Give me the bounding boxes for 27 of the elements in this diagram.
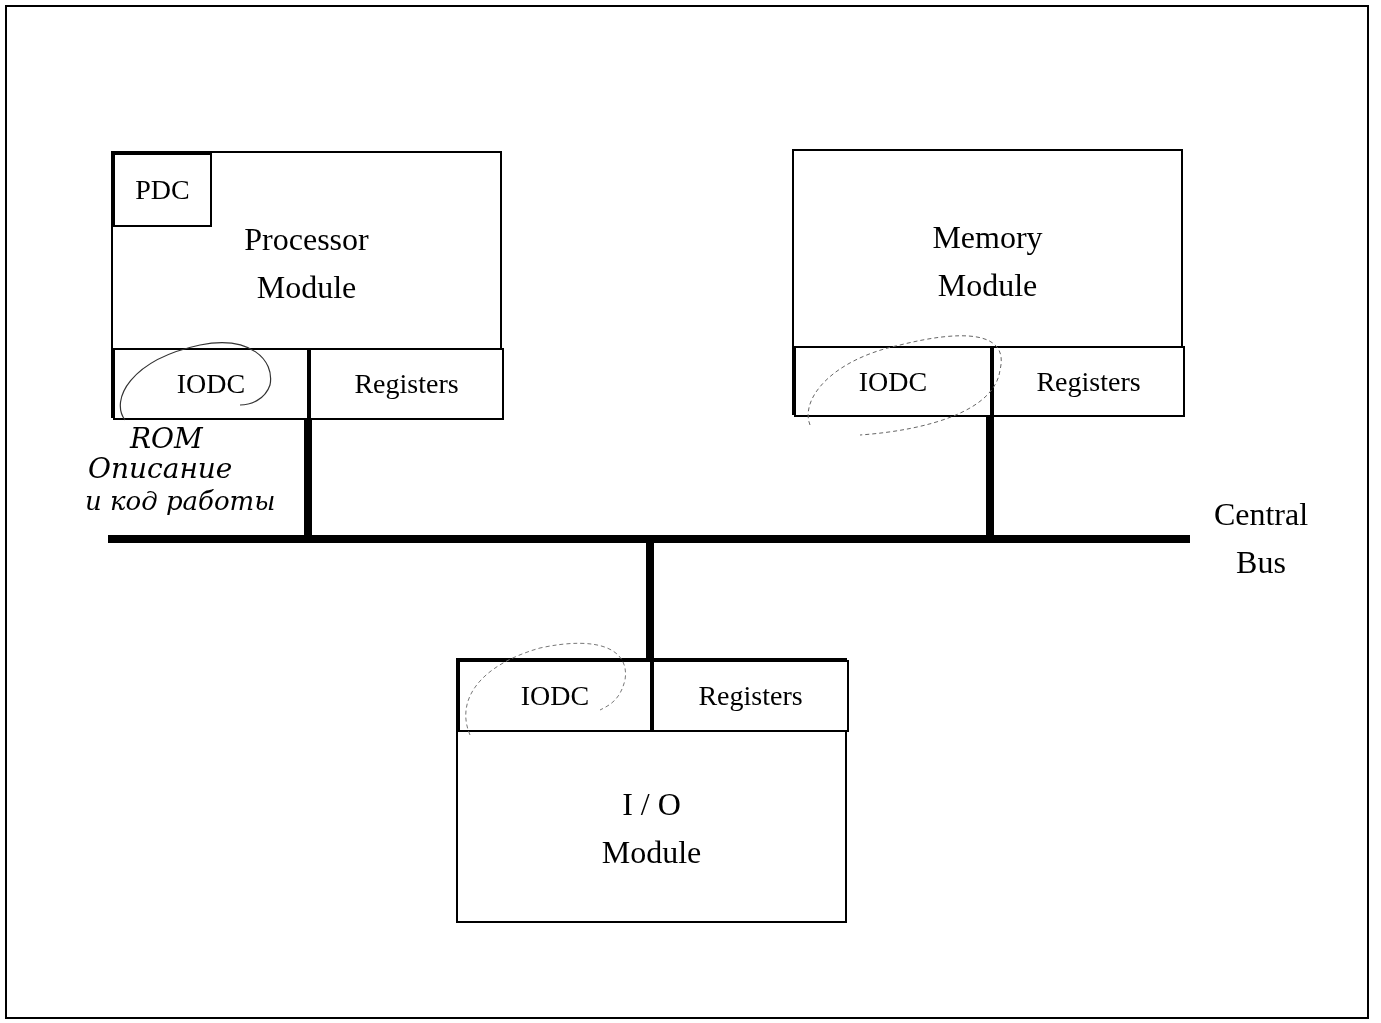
module-box — [792, 149, 1183, 415]
node-label: Registers — [354, 367, 459, 401]
node-label: IODC — [176, 367, 246, 401]
bus-label: Central Bus — [1212, 495, 1310, 582]
bus-connector — [304, 418, 312, 535]
node-label: Memory Module — [931, 218, 1044, 305]
registers-cell — [309, 348, 504, 420]
handwritten-note: Описание — [88, 455, 233, 483]
bus-connector — [986, 415, 994, 535]
registers-cell — [992, 346, 1185, 417]
node-label: PDC — [135, 173, 190, 207]
node-label: Processor Module — [243, 220, 370, 307]
iodc-cell — [794, 346, 992, 417]
node-label: IODC — [520, 679, 590, 713]
iodc-cell — [458, 660, 652, 732]
pdc-box — [113, 153, 212, 227]
handwritten-note: ROM — [130, 425, 203, 453]
node-label: IODC — [858, 364, 928, 399]
bus-bar — [108, 535, 1190, 543]
node-label: I / O Module — [600, 785, 703, 872]
module-box — [456, 658, 847, 923]
iodc-cell — [113, 348, 309, 420]
handwritten-note: и код работы — [85, 488, 276, 514]
registers-cell — [652, 660, 849, 732]
node-label: Registers — [698, 679, 803, 713]
node-label: Registers — [1036, 364, 1141, 399]
module-box — [111, 151, 502, 418]
